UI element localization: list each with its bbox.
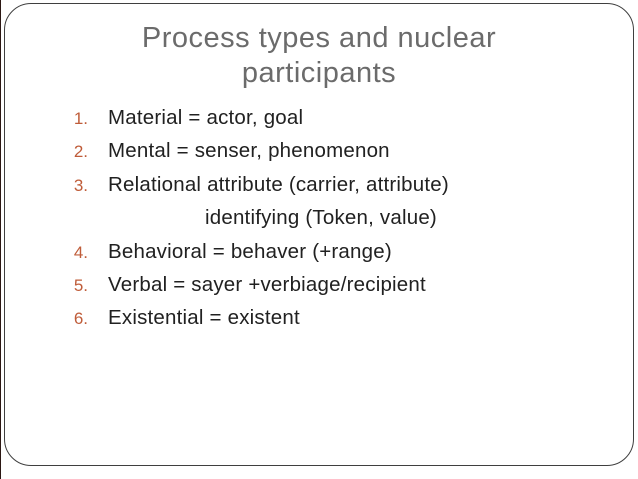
slide-border-frame [4,3,634,466]
list-item-text: Relational attribute (carrier, attribute… [108,172,449,196]
list-number: 1. [73,109,88,128]
list-item-text: Material = actor, goal [108,106,304,129]
process-types-list: 1. Material = actor, goal 2. Mental = se… [64,106,614,340]
list-number: 6. [73,309,88,329]
image-left-edge-line [0,0,1,479]
list-item-relational: 3. Relational attribute (carrier, attrib… [64,173,614,206]
slide-title-line-2: participants [241,57,397,89]
list-item-sub-text: identifying (Token, value) [205,206,437,230]
list-item-text: Verbal = sayer +verbiage/recipient [108,272,426,296]
slide-title-line-1: Process types and nuclear [141,22,497,54]
list-number: 4. [73,242,88,262]
list-number: 3. [73,175,88,195]
list-number: 5. [73,275,88,295]
list-number: 2. [73,142,88,162]
list-item-mental: 2. Mental = senser, phenomenon [64,139,614,172]
list-item-text: Mental = senser, phenomenon [108,139,390,163]
list-item-material: 1. Material = actor, goal [64,106,614,139]
list-item-text: Existential = existent [108,306,300,330]
list-item-relational-continuation: identifying (Token, value) [64,206,614,239]
list-item-text: Behavioral = behaver (+range) [108,239,392,263]
list-item-verbal: 5. Verbal = sayer +verbiage/recipient [64,273,614,306]
slide-title: Process types and nuclear participants [30,21,608,91]
list-item-behavioral: 4. Behavioral = behaver (+range) [64,240,614,273]
list-item-existential: 6. Existential = existent [64,306,614,339]
